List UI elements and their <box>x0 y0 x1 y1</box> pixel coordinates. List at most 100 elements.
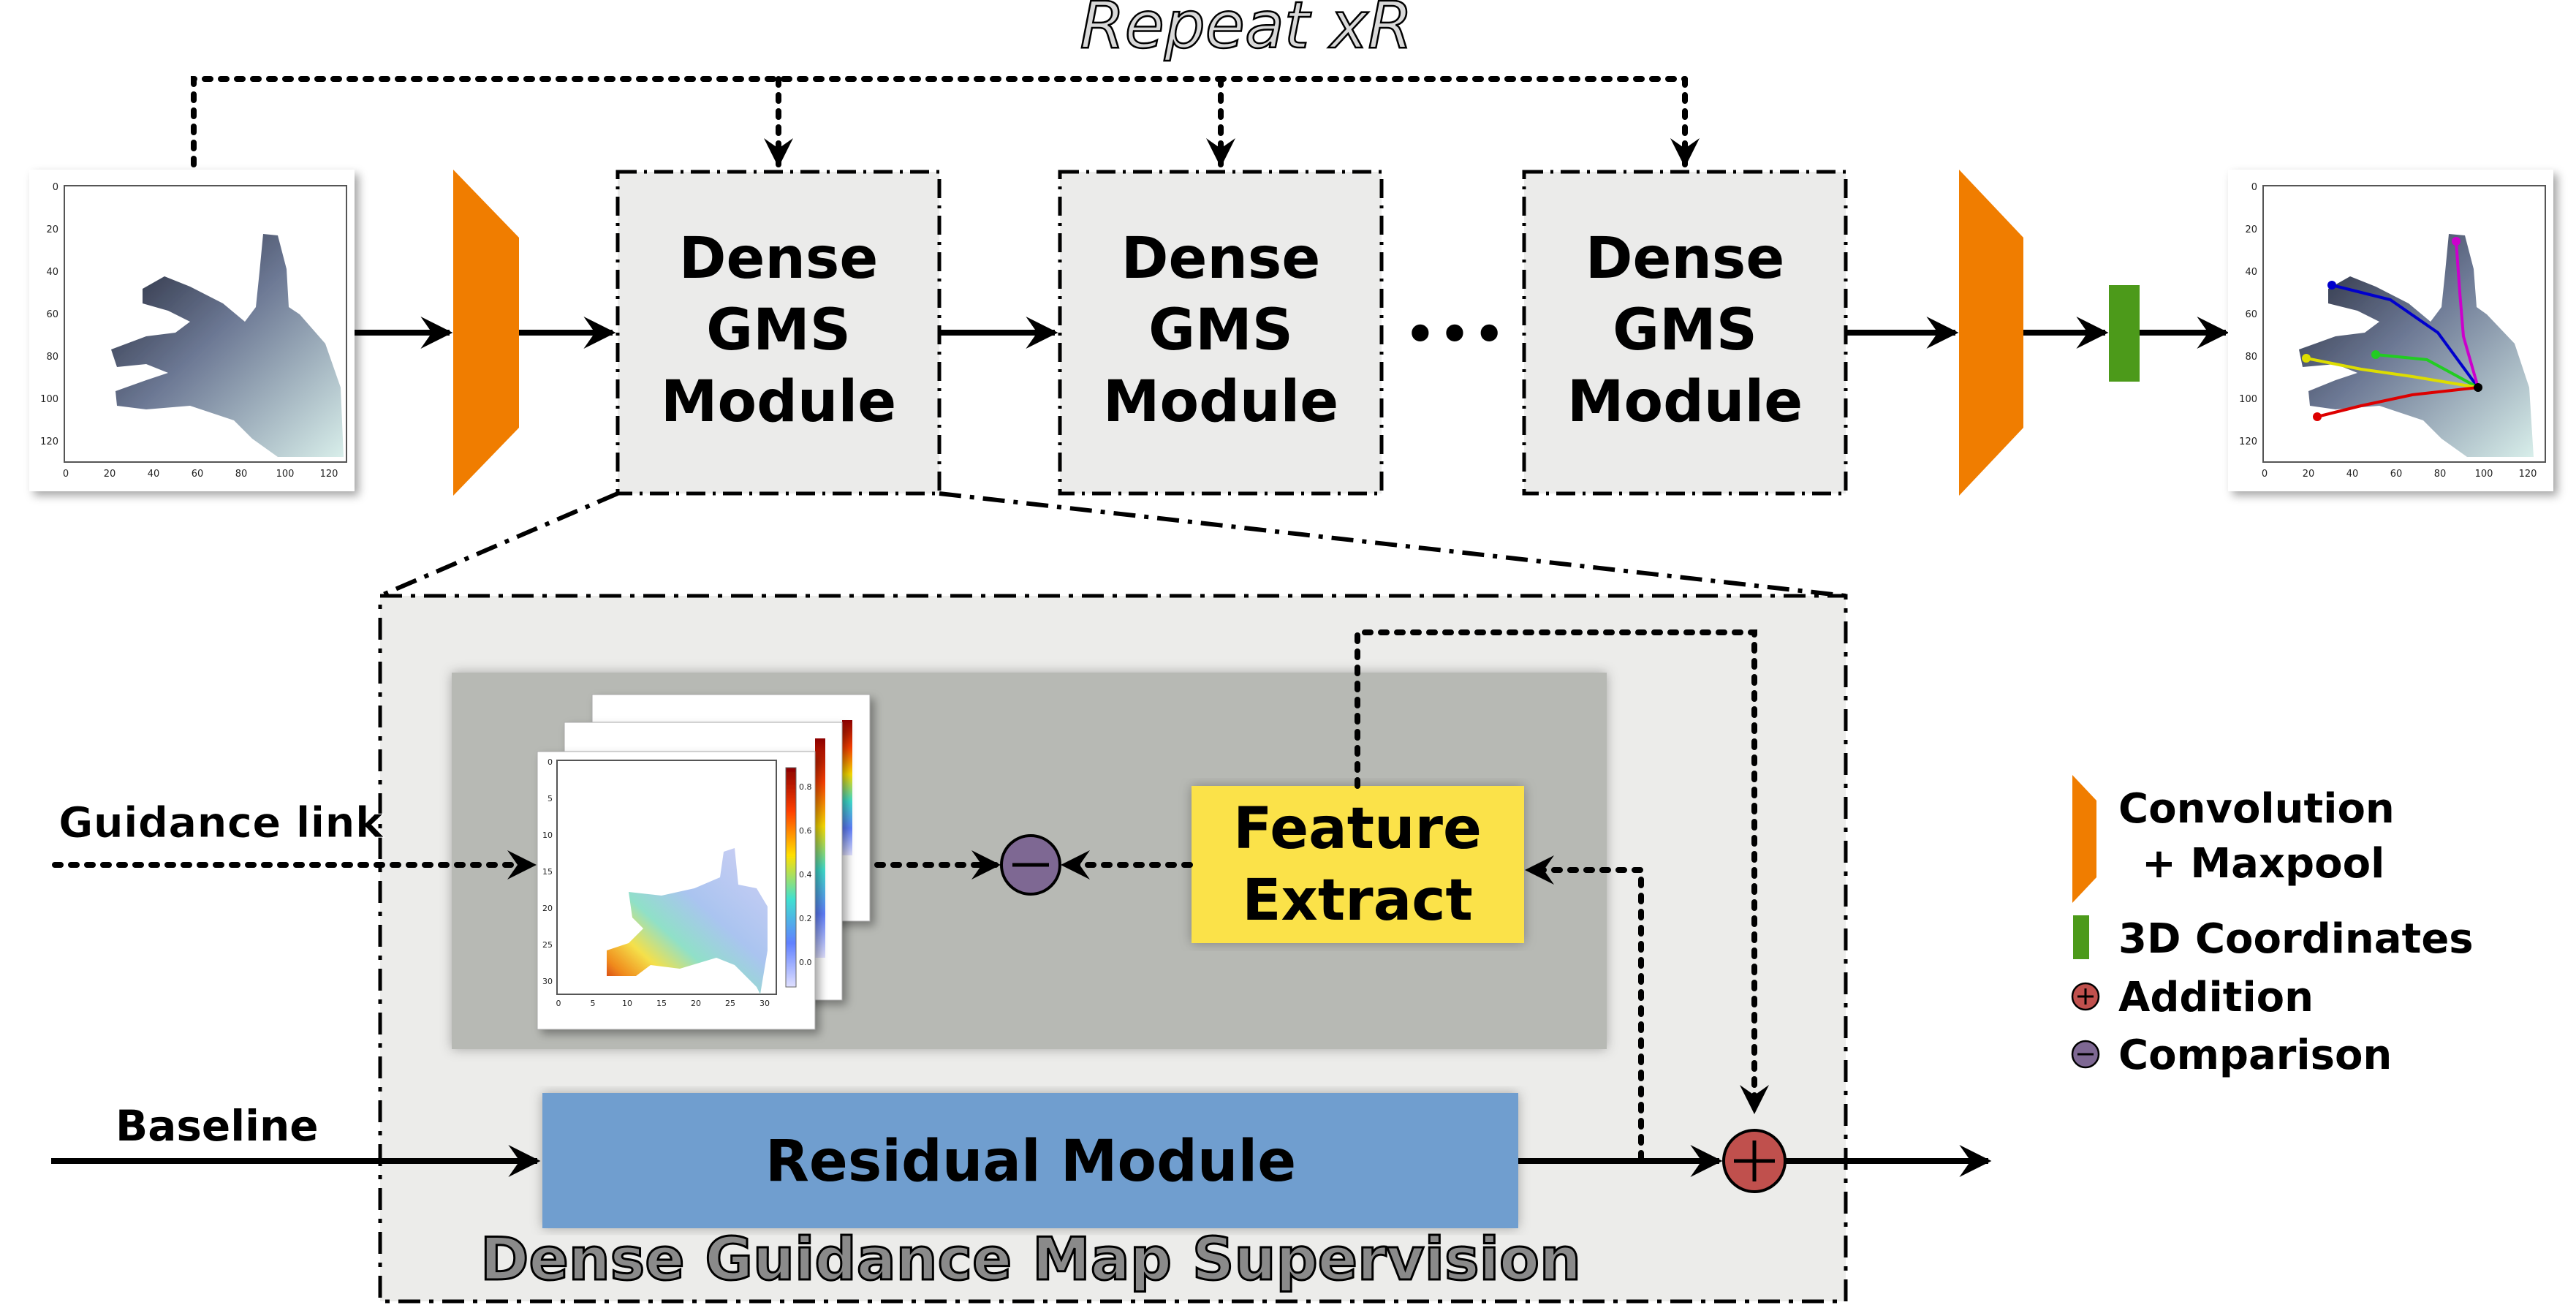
map-x-ticks: 0 5 10 15 20 25 30 <box>556 999 770 1008</box>
feature-extract-line-1: Feature <box>1233 796 1482 862</box>
module-r-line-2: GMS <box>1613 298 1757 363</box>
svg-text:0: 0 <box>556 999 561 1008</box>
heatmap-front: 0.8 0.6 0.4 0.2 0.0 0 5 10 15 20 25 30 0… <box>537 751 816 1030</box>
svg-text:20: 20 <box>2245 224 2257 235</box>
legend-conv-line-2: + Maxpool <box>2142 840 2384 888</box>
svg-text:0.6: 0.6 <box>799 826 812 836</box>
svg-text:120: 120 <box>2239 436 2257 447</box>
guidance-link-label: Guidance link <box>58 798 384 847</box>
svg-text:80: 80 <box>2245 352 2257 363</box>
svg-text:20: 20 <box>2303 469 2315 480</box>
legend-addition-icon <box>2071 982 2100 1011</box>
conv-block-1 <box>453 170 519 496</box>
svg-text:30: 30 <box>759 999 770 1008</box>
svg-text:20: 20 <box>104 469 116 480</box>
legend-coords-label: 3D Coordinates <box>2118 915 2474 963</box>
svg-text:10: 10 <box>622 999 632 1008</box>
colorbar-ticks: 0.8 0.6 0.4 0.2 0.0 <box>799 782 812 967</box>
svg-text:0.8: 0.8 <box>799 782 812 792</box>
legend-conv-line-1: Convolution <box>2118 785 2395 833</box>
zoom-lines <box>379 491 1846 598</box>
svg-text:20: 20 <box>691 999 701 1008</box>
svg-text:40: 40 <box>2346 469 2359 480</box>
svg-text:120: 120 <box>2519 469 2537 480</box>
comparison-node <box>1000 834 1061 896</box>
module-r-line-3: Module <box>1567 369 1803 435</box>
svg-text:0: 0 <box>2251 182 2257 193</box>
hand-silhouette <box>111 234 344 457</box>
skeleton-overlay <box>2306 241 2480 418</box>
output-x-ticks: 0 20 40 60 80 100 120 <box>2262 469 2537 480</box>
svg-text:100: 100 <box>2475 469 2493 480</box>
module-1-line-3: Module <box>661 369 896 435</box>
svg-text:0.0: 0.0 <box>799 958 812 967</box>
svg-text:60: 60 <box>192 469 204 480</box>
svg-text:100: 100 <box>40 394 58 405</box>
svg-text:0: 0 <box>63 469 69 480</box>
repeat-loop <box>191 76 1700 167</box>
skeleton-joints <box>2302 237 2482 421</box>
hand-y-ticks: 0 20 40 60 80 100 120 <box>40 182 58 447</box>
input-depth-image: 0 20 40 60 80 100 120 0 20 40 60 80 100 … <box>29 170 355 491</box>
svg-text:15: 15 <box>656 999 667 1008</box>
svg-text:60: 60 <box>46 309 58 320</box>
conv-block-2 <box>1959 170 2023 496</box>
residual-module: Residual Module <box>542 1093 1518 1228</box>
svg-text:0.2: 0.2 <box>799 914 812 923</box>
arrow-feature-addition <box>1355 629 1769 1114</box>
module-1-line-1: Dense <box>679 226 879 292</box>
svg-text:0: 0 <box>548 757 553 767</box>
legend: Convolution + Maxpool 3D Coordinates Add… <box>2071 775 2474 1079</box>
svg-text:25: 25 <box>542 940 553 950</box>
output-y-ticks: 0 20 40 60 80 100 120 <box>2239 182 2257 447</box>
heatmap-blob <box>607 848 768 994</box>
coords-block <box>2109 285 2140 382</box>
output-hand-silhouette <box>2299 234 2534 457</box>
svg-text:20: 20 <box>46 224 58 235</box>
arrow-residual-feature <box>1525 855 1644 1162</box>
svg-text:0.4: 0.4 <box>799 870 812 880</box>
svg-text:20: 20 <box>542 904 553 913</box>
svg-text:40: 40 <box>2245 267 2257 278</box>
hand-x-ticks: 0 20 40 60 80 100 120 <box>63 469 338 480</box>
svg-text:30: 30 <box>542 977 553 986</box>
svg-text:40: 40 <box>148 469 160 480</box>
svg-text:40: 40 <box>46 267 58 278</box>
legend-addition-label: Addition <box>2118 974 2314 1021</box>
svg-text:120: 120 <box>320 469 338 480</box>
svg-text:120: 120 <box>40 436 58 447</box>
svg-text:80: 80 <box>2434 469 2447 480</box>
residual-module-label: Residual Module <box>765 1129 1296 1195</box>
dense-gms-module-r: Dense GMS Module <box>1522 170 1848 496</box>
colorbar <box>785 767 797 988</box>
svg-text:5: 5 <box>548 794 553 803</box>
svg-text:0: 0 <box>2262 469 2268 480</box>
svg-text:25: 25 <box>725 999 735 1008</box>
dense-gms-module-1: Dense GMS Module <box>615 170 942 496</box>
legend-conv-swatch <box>2072 775 2096 903</box>
svg-text:0: 0 <box>53 182 58 193</box>
module-1-line-2: GMS <box>706 298 851 363</box>
svg-text:60: 60 <box>2245 309 2257 320</box>
legend-comparison-label: Comparison <box>2118 1032 2392 1079</box>
feature-extract-box: Feature Extract <box>1192 786 1524 943</box>
svg-text:100: 100 <box>2239 394 2257 405</box>
module-2-line-1: Dense <box>1121 226 1321 292</box>
output-pose-image: 0 20 40 60 80 100 120 0 20 40 60 80 100 … <box>2228 170 2553 491</box>
baseline-label: Baseline <box>115 1101 319 1151</box>
module-r-line-1: Dense <box>1586 226 1785 292</box>
addition-node <box>1722 1129 1787 1193</box>
svg-text:15: 15 <box>542 867 553 877</box>
ellipsis: ••• <box>1403 300 1507 368</box>
svg-text:100: 100 <box>276 469 295 480</box>
map-y-ticks: 0 5 10 15 20 25 30 <box>542 757 553 986</box>
dense-gms-module-2: Dense GMS Module <box>1058 170 1384 496</box>
repeat-label: Repeat xR <box>1080 0 1413 63</box>
legend-coords-swatch <box>2073 915 2089 959</box>
module-2-line-2: GMS <box>1148 298 1293 363</box>
panel-title: Dense Guidance Map Supervision <box>480 1225 1581 1293</box>
heatmap-stack: 0.8 0.6 0.4 0.2 0.0 0 5 10 15 20 25 30 0… <box>537 694 871 1030</box>
svg-text:60: 60 <box>2390 469 2403 480</box>
module-2-line-3: Module <box>1103 369 1338 435</box>
svg-text:80: 80 <box>46 352 58 363</box>
